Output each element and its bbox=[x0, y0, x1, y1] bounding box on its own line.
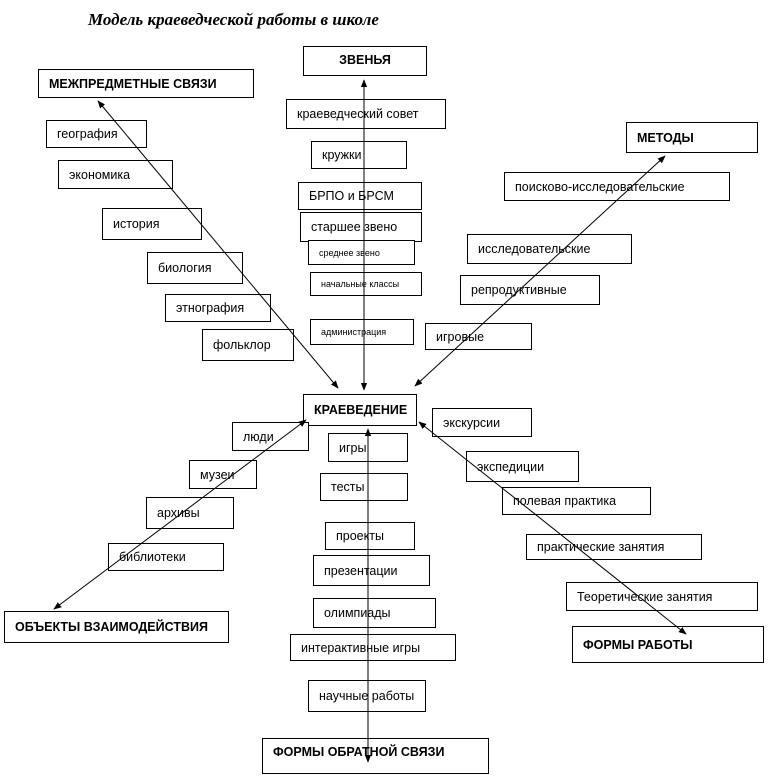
item-igrovye: игровые bbox=[425, 323, 532, 350]
head-formy-raboty: ФОРМЫ РАБОТЫ bbox=[572, 626, 764, 663]
item-reproduktivnye: репродуктивные bbox=[460, 275, 600, 305]
item-folklor: фольклор bbox=[202, 329, 294, 361]
item-proekty: проекты bbox=[325, 522, 415, 550]
item-ekspeditsii: экспедиции bbox=[466, 451, 579, 482]
diagram-title: Модель краеведческой работы в школе bbox=[88, 10, 379, 29]
item-muzei: музеи bbox=[189, 460, 257, 489]
item-kruzhki: кружки bbox=[311, 141, 407, 169]
item-geografiya: география bbox=[46, 120, 147, 148]
item-olimpiady: олимпиады bbox=[313, 598, 436, 628]
item-issledovatelskie: исследовательские bbox=[467, 234, 632, 264]
item-ekonomika: экономика bbox=[58, 160, 173, 189]
item-starshee-zveno: старшее звено bbox=[300, 212, 422, 242]
item-kraevedcheskiy-sovet: краеведческий совет bbox=[286, 99, 446, 129]
item-prezentatsii: презентации bbox=[313, 555, 430, 586]
head-mezhpredmetnye-svyazi: МЕЖПРЕДМЕТНЫЕ СВЯЗИ bbox=[38, 69, 254, 98]
item-srednee-zveno: среднее звено bbox=[308, 240, 415, 265]
item-teoreticheskie-zanyatiya: Теоретические занятия bbox=[566, 582, 758, 611]
item-arkhivy: архивы bbox=[146, 497, 234, 529]
item-interaktivnye-igry: интерактивные игры bbox=[290, 634, 456, 661]
item-poiskovo-issledovatelskie: поисково-исследовательские bbox=[504, 172, 730, 201]
item-polevaya-praktika: полевая практика bbox=[502, 487, 651, 515]
item-ekskursii: экскурсии bbox=[432, 408, 532, 437]
head-zvenya: ЗВЕНЬЯ bbox=[303, 46, 427, 76]
item-biblioteki: библиотеки bbox=[108, 543, 224, 571]
center-node-kraevedenie: КРАЕВЕДЕНИЕ bbox=[303, 394, 417, 426]
head-formy-obratnoy-svyazi: ФОРМЫ ОБРАТНОЙ СВЯЗИ bbox=[262, 738, 489, 774]
head-obekty-vzaimodeystviya: ОБЪЕКТЫ ВЗАИМОДЕЙСТВИЯ bbox=[4, 611, 229, 643]
item-brpo-brsm: БРПО и БРСМ bbox=[298, 182, 422, 210]
item-etnografiya: этнография bbox=[165, 294, 271, 322]
item-prakticheskie-zanyatiya: практические занятия bbox=[526, 534, 702, 560]
item-nauchnye-raboty: научные работы bbox=[308, 680, 426, 712]
item-istoriya: история bbox=[102, 208, 202, 240]
item-administratsiya: администрация bbox=[310, 319, 414, 345]
item-biologiya: биология bbox=[147, 252, 243, 284]
item-testy: тесты bbox=[320, 473, 408, 501]
item-lyudi: люди bbox=[232, 422, 309, 451]
head-metody: МЕТОДЫ bbox=[626, 122, 758, 153]
item-igry: игры bbox=[328, 433, 408, 462]
item-nachalnye-klassy: начальные классы bbox=[310, 272, 422, 296]
